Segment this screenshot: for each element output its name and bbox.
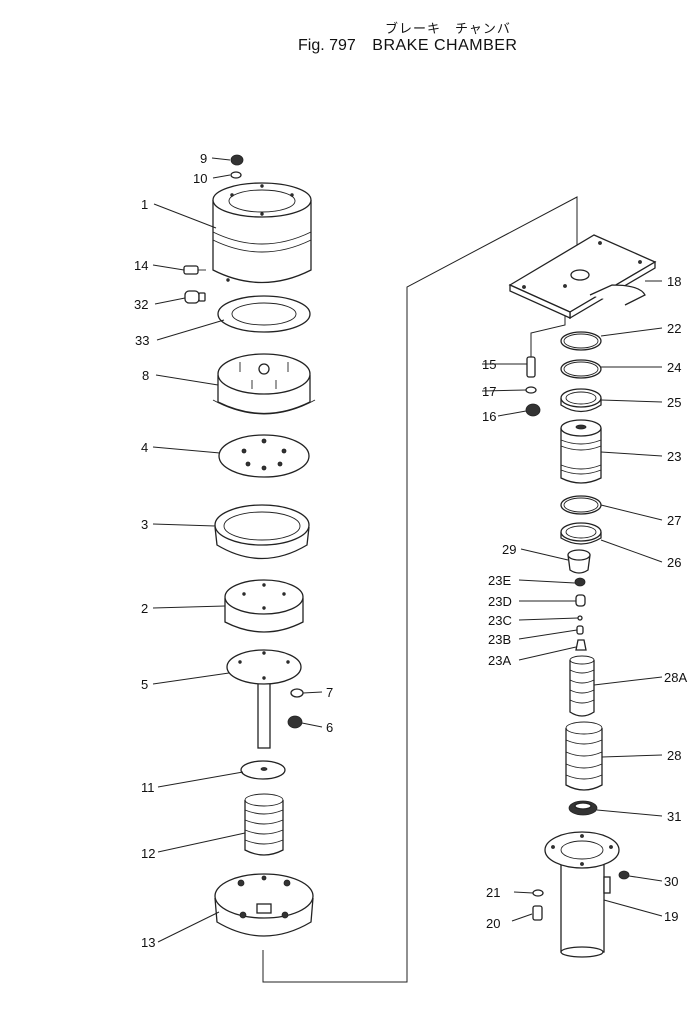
label-30: 30 (664, 874, 678, 889)
part-22-o-ring (560, 331, 602, 351)
label-10: 10 (193, 171, 207, 186)
part-11-seat (240, 760, 286, 780)
label-7: 7 (326, 685, 333, 700)
part-23d-valve (575, 594, 586, 607)
label-28: 28 (667, 748, 681, 763)
part-21-washer (532, 889, 544, 897)
part-10-washer (230, 171, 242, 179)
part-8-cover (212, 353, 316, 415)
part-3-ring (214, 504, 310, 560)
part-9-nut (230, 154, 244, 166)
part-23e-nut (574, 577, 586, 587)
label-13: 13 (141, 935, 155, 950)
label-27: 27 (667, 513, 681, 528)
label-23d: 23D (488, 594, 512, 609)
part-25-seal (560, 388, 602, 413)
label-12: 12 (141, 846, 155, 861)
label-22: 22 (667, 321, 681, 336)
label-9: 9 (200, 151, 207, 166)
part-5-rod-plate (226, 649, 302, 749)
part-23b-spring (576, 625, 584, 635)
leader-lines (152, 157, 663, 943)
label-32: 32 (134, 297, 148, 312)
label-11: 11 (141, 780, 155, 795)
label-23: 23 (667, 449, 681, 464)
part-14-bolt (183, 265, 206, 275)
part-23-cylinder (560, 419, 602, 484)
label-16: 16 (482, 409, 496, 424)
label-2: 2 (141, 601, 148, 616)
label-23b: 23B (488, 632, 511, 647)
part-31-retainer (568, 800, 598, 816)
figure-name: BRAKE CHAMBER (372, 37, 518, 54)
label-26: 26 (667, 555, 681, 570)
part-27-o-ring (560, 495, 602, 515)
part-29-piston (567, 549, 591, 574)
part-4-diaphragm (218, 434, 310, 478)
label-5: 5 (141, 677, 148, 692)
part-23c-ball (577, 615, 583, 621)
label-23c: 23C (488, 613, 512, 628)
part-30-plug (618, 870, 630, 880)
part-13-base (214, 873, 314, 937)
label-18: 18 (667, 274, 681, 289)
part-33-gasket (217, 295, 311, 333)
part-19-tube (544, 831, 620, 958)
label-31: 31 (667, 809, 681, 824)
label-25: 25 (667, 395, 681, 410)
label-8: 8 (142, 368, 149, 383)
part-15-pin (526, 356, 536, 378)
label-4: 4 (141, 440, 148, 455)
part-24-o-ring (560, 359, 602, 379)
figure-number: Fig. 797 (298, 37, 356, 54)
label-23a: 23A (488, 653, 511, 668)
part-28a-spring (569, 655, 595, 717)
part-2-piston (224, 579, 304, 633)
label-3: 3 (141, 517, 148, 532)
part-26-seal (560, 522, 602, 545)
figure-title: Fig. 797 BRAKE CHAMBER (298, 37, 517, 55)
part-23a-seat (575, 639, 587, 651)
part-6-nut (287, 715, 303, 729)
part-7-washer (290, 688, 304, 698)
part-12-spring (244, 793, 284, 856)
label-23e: 23E (488, 573, 511, 588)
part-16-nut (525, 403, 541, 417)
label-29: 29 (502, 542, 516, 557)
label-21: 21 (486, 885, 500, 900)
label-14: 14 (134, 258, 148, 273)
label-6: 6 (326, 720, 333, 735)
part-17-washer (525, 386, 537, 394)
label-24: 24 (667, 360, 681, 375)
part-20-bolt (532, 905, 543, 921)
label-28a: 28A (664, 670, 687, 685)
label-15: 15 (482, 357, 496, 372)
part-32-fitting (184, 290, 206, 304)
label-20: 20 (486, 916, 500, 931)
label-1: 1 (141, 197, 148, 212)
part-18-bracket (508, 234, 657, 320)
label-17: 17 (482, 384, 496, 399)
label-19: 19 (664, 909, 678, 924)
part-labels: 9 10 1 14 32 33 8 4 3 2 5 7 6 11 12 13 1… (134, 151, 687, 950)
part-28-spring (565, 721, 603, 791)
label-33: 33 (135, 333, 149, 348)
title-japanese: ブレーキ チャンバ (385, 22, 511, 37)
part-1-housing (212, 182, 312, 284)
